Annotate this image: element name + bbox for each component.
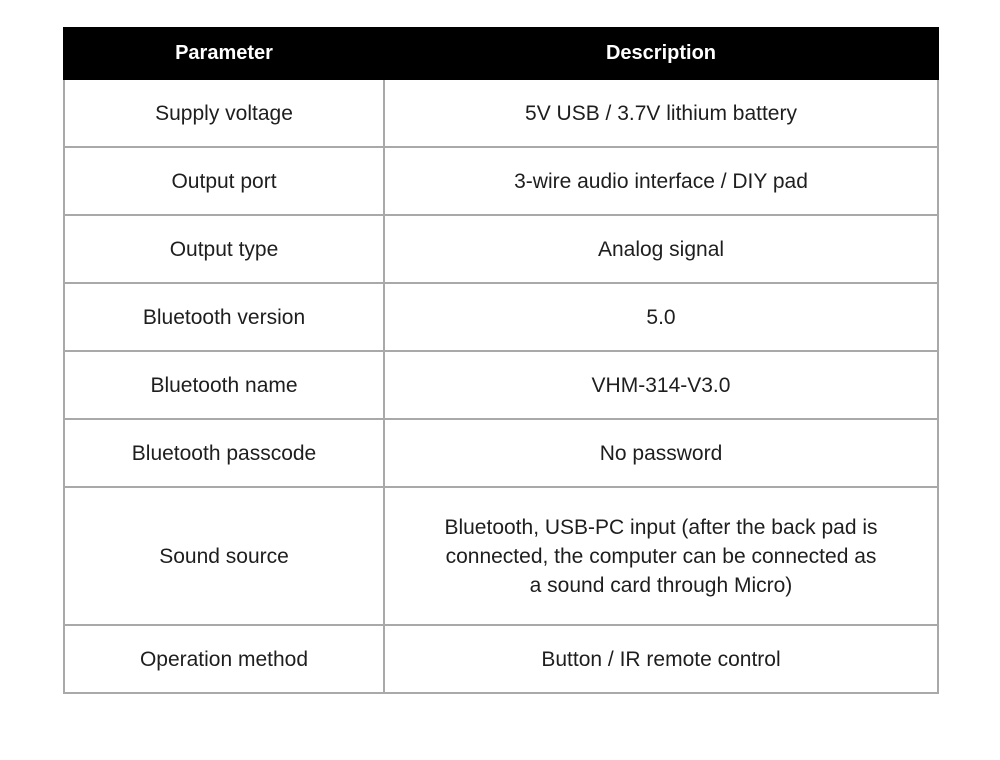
parameter-cell: Operation method bbox=[63, 624, 385, 694]
parameter-text: Output type bbox=[169, 237, 279, 261]
parameter-cell: Output type bbox=[63, 214, 385, 284]
description-text: No password bbox=[599, 441, 723, 465]
description-cell: 3-wire audio interface / DIY pad bbox=[383, 146, 939, 216]
description-text: Bluetooth, USB-PC input (after the back … bbox=[444, 515, 878, 597]
table-row-sound-source: Sound source Bluetooth, USB-PC input (af… bbox=[63, 486, 939, 626]
parameter-cell: Sound source bbox=[63, 486, 385, 626]
parameter-cell: Output port bbox=[63, 146, 385, 216]
description-text: Analog signal bbox=[597, 237, 725, 261]
description-text: VHM-314-V3.0 bbox=[591, 373, 731, 397]
description-text: 3-wire audio interface / DIY pad bbox=[514, 169, 808, 193]
description-cell: Button / IR remote control bbox=[383, 624, 939, 694]
header-cell-description: Description bbox=[383, 27, 939, 80]
description-cell: 5V USB / 3.7V lithium battery bbox=[383, 78, 939, 148]
table-row-output-port: Output port 3-wire audio interface / DIY… bbox=[63, 146, 939, 216]
table-row-supply-voltage: Supply voltage 5V USB / 3.7V lithium bat… bbox=[63, 78, 939, 148]
parameter-cell: Bluetooth version bbox=[63, 282, 385, 352]
parameter-text: Output port bbox=[171, 169, 277, 193]
description-cell: Bluetooth, USB-PC input (after the back … bbox=[383, 486, 939, 626]
parameter-text: Sound source bbox=[159, 544, 289, 568]
parameter-text: Bluetooth passcode bbox=[131, 441, 317, 465]
header-cell-parameter: Parameter bbox=[63, 27, 385, 80]
parameter-text: Supply voltage bbox=[155, 101, 293, 125]
description-text: 5V USB / 3.7V lithium battery bbox=[525, 101, 797, 125]
parameter-text: Operation method bbox=[139, 647, 309, 671]
description-text: 5.0 bbox=[646, 305, 676, 329]
table-row-bluetooth-name: Bluetooth name VHM-314-V3.0 bbox=[63, 350, 939, 420]
parameter-cell: Bluetooth name bbox=[63, 350, 385, 420]
table-row-output-type: Output type Analog signal bbox=[63, 214, 939, 284]
description-text: Button / IR remote control bbox=[541, 647, 781, 671]
specification-table: Parameter Description Supply voltage 5V … bbox=[63, 27, 939, 694]
table-header-row: Parameter Description bbox=[63, 27, 939, 80]
table-row-operation-method: Operation method Button / IR remote cont… bbox=[63, 624, 939, 694]
description-cell: Analog signal bbox=[383, 214, 939, 284]
parameter-text: Bluetooth version bbox=[142, 305, 306, 329]
parameter-cell: Bluetooth passcode bbox=[63, 418, 385, 488]
description-cell: 5.0 bbox=[383, 282, 939, 352]
table-row-bluetooth-passcode: Bluetooth passcode No password bbox=[63, 418, 939, 488]
table-row-bluetooth-version: Bluetooth version 5.0 bbox=[63, 282, 939, 352]
parameter-cell: Supply voltage bbox=[63, 78, 385, 148]
description-cell: VHM-314-V3.0 bbox=[383, 350, 939, 420]
description-cell: No password bbox=[383, 418, 939, 488]
parameter-text: Bluetooth name bbox=[150, 373, 298, 397]
